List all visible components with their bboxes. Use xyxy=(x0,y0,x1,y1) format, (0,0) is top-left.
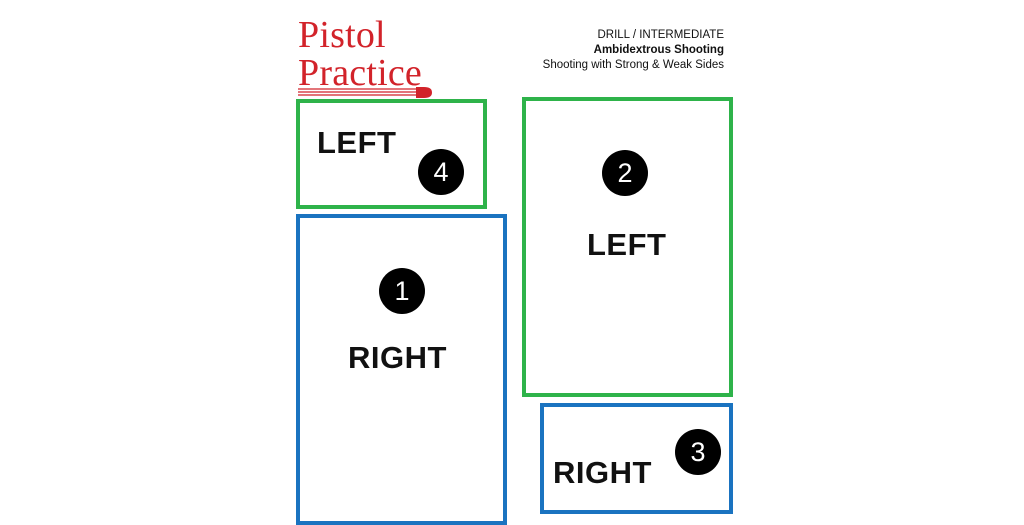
target-side-label: RIGHT xyxy=(348,340,447,375)
target-1-right: 1 RIGHT xyxy=(296,214,507,525)
logo-line-1: Pistol xyxy=(298,14,386,56)
target-side-label: LEFT xyxy=(587,227,667,262)
bullet-icon xyxy=(298,87,432,98)
target-order-badge: 4 xyxy=(418,149,464,195)
target-2-left: 2 LEFT xyxy=(522,97,733,397)
target-side-label: RIGHT xyxy=(553,455,652,490)
target-order-badge: 2 xyxy=(602,150,648,196)
target-4-left: LEFT 4 xyxy=(296,99,487,209)
drill-title: Ambidextrous Shooting xyxy=(593,44,724,56)
drill-subtitle: Shooting with Strong & Weak Sides xyxy=(542,59,724,71)
target-3-right: 3 RIGHT xyxy=(540,403,733,514)
pistol-practice-logo: Pistol Practice xyxy=(298,14,438,104)
drill-category: DRILL / INTERMEDIATE xyxy=(597,29,724,41)
target-order-badge: 1 xyxy=(379,268,425,314)
target-order-badge: 3 xyxy=(675,429,721,475)
target-side-label: LEFT xyxy=(317,125,397,160)
logo-line-2: Practice xyxy=(298,52,422,94)
drill-header: DRILL / INTERMEDIATE Ambidextrous Shooti… xyxy=(543,28,724,73)
